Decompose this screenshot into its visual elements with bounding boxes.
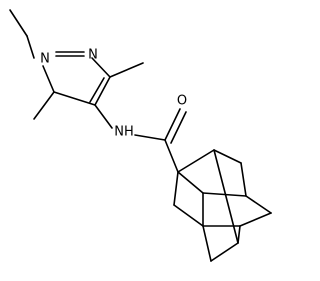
atom-label-nh: NH — [114, 125, 134, 140]
bond-c3-c4-double — [89, 77, 105, 103]
bond-c5-n1 — [42, 65, 55, 93]
chemical-structure-diagram: N N NH O — [9, 9, 272, 262]
bond-adamantane-o — [213, 149, 239, 244]
bond-ethyl-ch2 — [26, 35, 35, 59]
bond-nh-carbonyl — [134, 134, 166, 141]
atom-label-n1: N — [40, 52, 50, 67]
bond-n2-c3 — [91, 57, 111, 78]
atom-label-n2: N — [88, 48, 98, 63]
bond-adamantane-j — [202, 192, 247, 197]
bond-c4-c5 — [53, 91, 96, 106]
bond-adamantane-d — [173, 171, 179, 206]
bond-adamantane-e — [173, 204, 204, 227]
atom-label-oxygen: O — [177, 94, 187, 109]
bond-carbonyl-adamantane — [164, 139, 179, 173]
bond-ethyl-ch3 — [9, 9, 28, 37]
bond-adamantane-l — [202, 225, 212, 262]
bond-c3-c4 — [94, 76, 111, 106]
bond-adamantane-m — [210, 242, 239, 262]
bond-c5-methyl — [33, 91, 55, 120]
bond-adamantane-g — [239, 212, 272, 227]
bond-c4-nh — [94, 104, 113, 129]
bond-adamantane-b — [213, 149, 242, 164]
bond-adamantane-h — [245, 195, 272, 214]
bond-c3-methyl — [109, 62, 144, 78]
bond-adamantane-i — [177, 171, 204, 194]
bond-carbonyl-oxygen — [164, 108, 181, 141]
bond-carbonyl-oxygen-double — [170, 111, 187, 144]
bond-adamantane-a — [177, 149, 215, 173]
bond-adamantane-n — [237, 225, 241, 244]
bond-adamantane-c — [240, 162, 247, 197]
